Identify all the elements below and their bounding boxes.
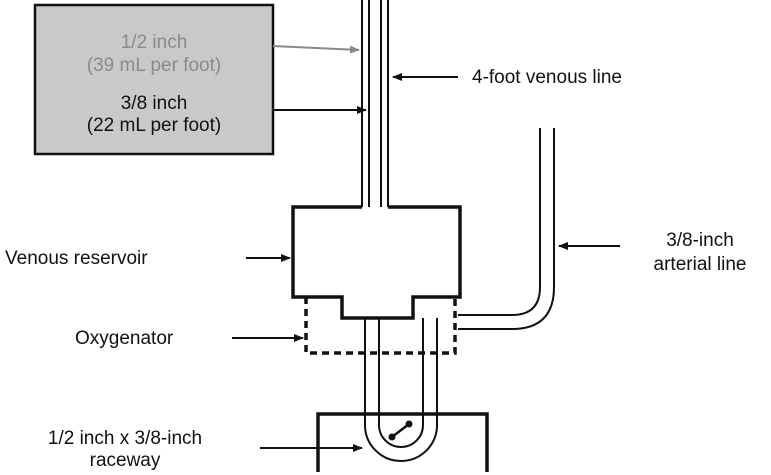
raceway-label-2: raceway [90,450,161,471]
arterial-line-label-2: arterial line [654,254,747,275]
legend-three-eighths-inch-volume: (22 mL per foot) [87,115,221,136]
arterial-line-label-1: 3/8-inch [666,230,734,251]
legend-half-inch: 1/2 inch [121,32,188,53]
raceway-u-tube [364,318,438,462]
legend-three-eighths-inch: 3/8 inch [121,93,188,114]
roller-pump-housing [316,412,489,472]
legend-box [33,3,275,156]
oxygenator-label: Oxygenator [75,328,174,349]
venous-reservoir-shape [291,205,462,320]
venous-reservoir-label: Venous reservoir [5,248,148,269]
pump-rotor-icon [388,420,413,441]
raceway-label-1: 1/2 inch x 3/8-inch [48,428,202,449]
venous-line-label: 4-foot venous line [472,67,622,88]
oxygenator-shape [304,297,457,355]
legend-half-inch-volume: (39 mL per foot) [87,55,221,76]
half-inch-arrow [272,45,360,54]
arterial-line-tube [458,128,555,330]
tubing-size-legend: 1/2 inch (39 mL per foot) 3/8 inch (22 m… [33,3,275,156]
